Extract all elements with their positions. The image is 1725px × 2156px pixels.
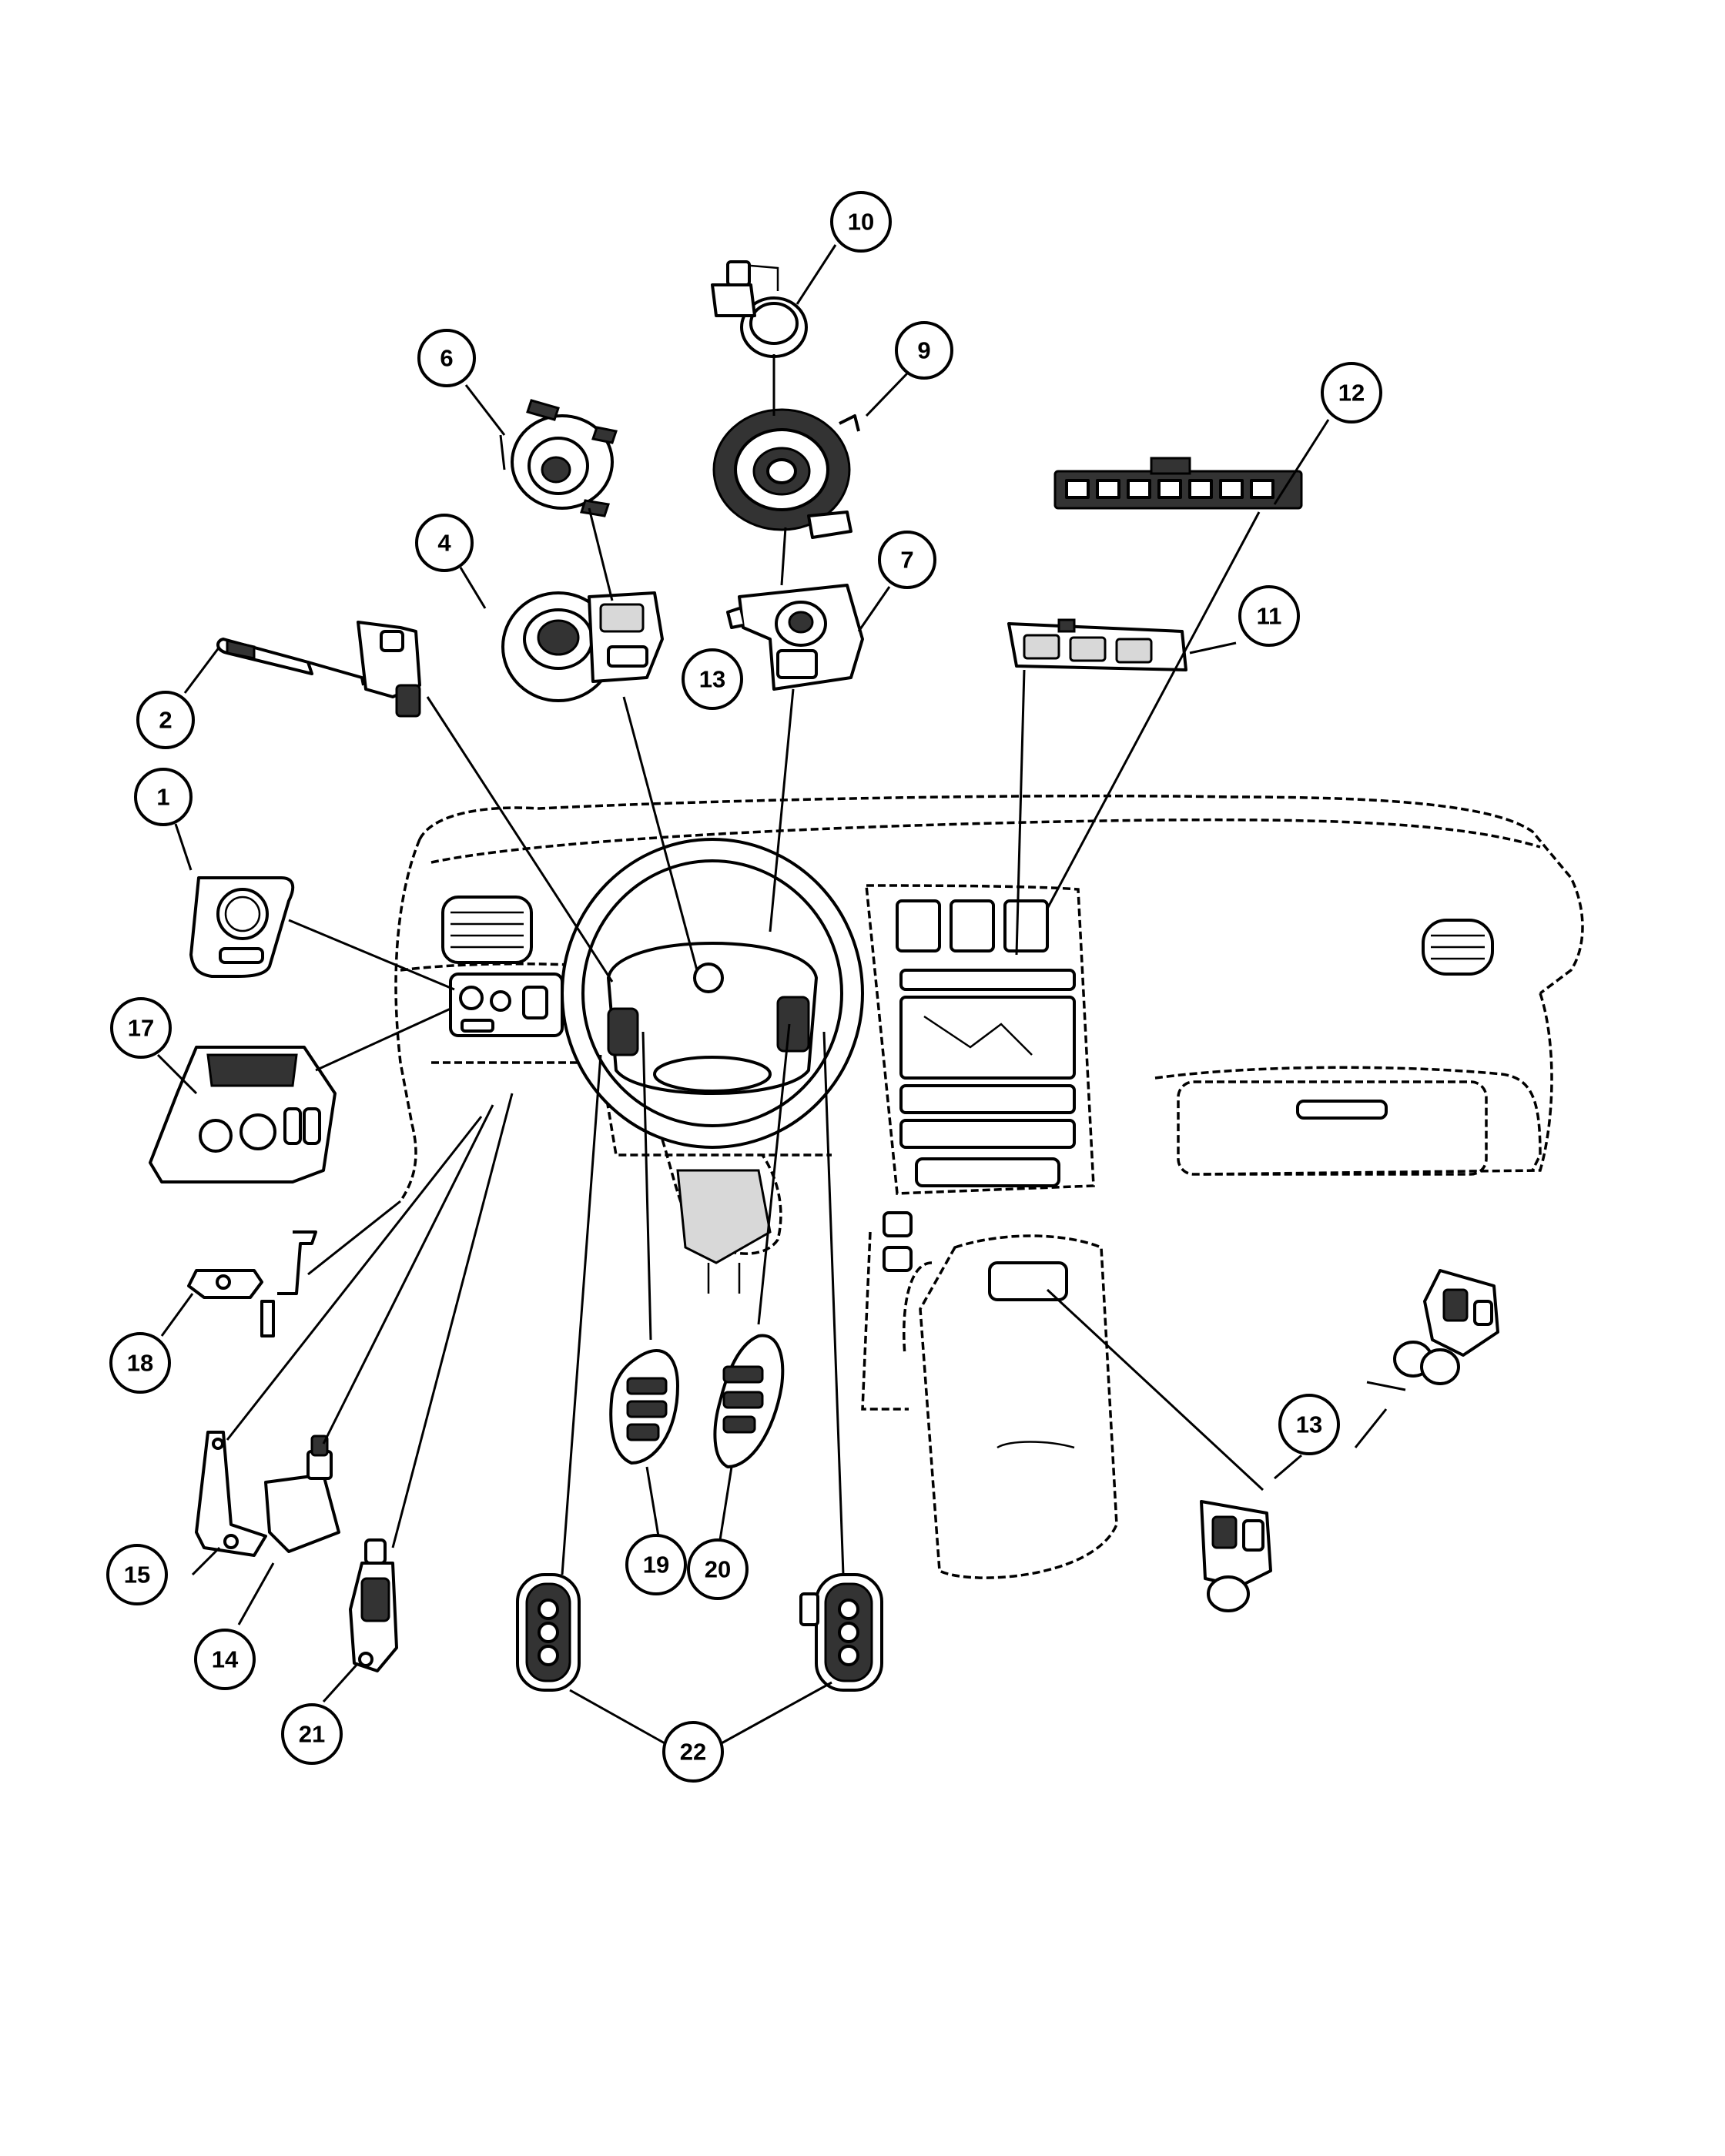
bracket [195,1431,267,1557]
switch-bank [1007,618,1187,671]
callout-7: 7 [878,531,936,589]
callout-label: 13 [1296,1411,1322,1438]
clockspring [712,408,860,539]
stop-lamp-switch [264,1435,340,1553]
callout-22: 22 [662,1721,724,1783]
callout-label: 9 [917,337,930,364]
callout-11: 11 [1238,585,1300,647]
callout-label: 14 [212,1646,239,1673]
callout-20: 20 [687,1538,749,1600]
rocker-switch-upper [1393,1269,1499,1385]
leader-lines [156,244,1406,1746]
steering-wheel-switch-left [609,1349,679,1465]
callout-label: 19 [643,1552,669,1578]
callout-9: 9 [895,321,953,380]
callout-label: 17 [128,1015,154,1042]
steering-wheel-switch-right [713,1334,785,1468]
latch-bracket [187,1230,317,1337]
callout-label: 21 [299,1721,325,1748]
callout-label: 2 [159,707,172,734]
callout-label: 1 [156,784,169,811]
callout-10: 10 [830,191,892,253]
headlamp-switch-module [149,1046,337,1183]
steering-wheel [561,838,864,1149]
callout-label: 12 [1338,380,1365,407]
callout-label: 18 [127,1350,153,1377]
callout-4: 4 [415,514,474,572]
speed-control-switch [511,399,618,517]
callout-21: 21 [281,1703,343,1765]
callout-13-upper: 13 [682,648,743,710]
callout-14: 14 [194,1629,256,1690]
switch-strip [1053,457,1303,510]
ignition-switch [726,584,864,691]
callout-18: 18 [109,1332,171,1394]
clockspring-housing [501,591,664,702]
callout-label: 4 [437,530,451,557]
headlamp-switch [189,876,295,978]
callout-label: 7 [900,547,913,574]
halo-ring [711,260,808,358]
callout-6: 6 [417,329,476,387]
callout-label: 13 [699,666,725,693]
rocker-switch-lower [1200,1500,1272,1612]
rear-switch-bezel-left [516,1573,581,1692]
callout-12: 12 [1321,362,1382,424]
instrument-panel [394,794,1584,1579]
callout-label: 11 [1257,603,1282,630]
door-switch [349,1538,398,1672]
callout-17: 17 [110,997,172,1059]
callout-13-lower: 13 [1278,1394,1340,1455]
callout-label: 15 [124,1562,150,1589]
multifunction-switch [216,621,421,718]
callout-15: 15 [106,1544,168,1605]
rear-switch-bezel-right [799,1573,883,1692]
callout-label: 10 [848,209,874,236]
callout-2: 2 [136,691,195,749]
callout-label: 22 [680,1739,706,1766]
callout-label: 6 [440,345,453,372]
callout-1: 1 [134,768,193,826]
callout-label: 20 [705,1556,731,1583]
callout-19: 19 [625,1534,687,1595]
